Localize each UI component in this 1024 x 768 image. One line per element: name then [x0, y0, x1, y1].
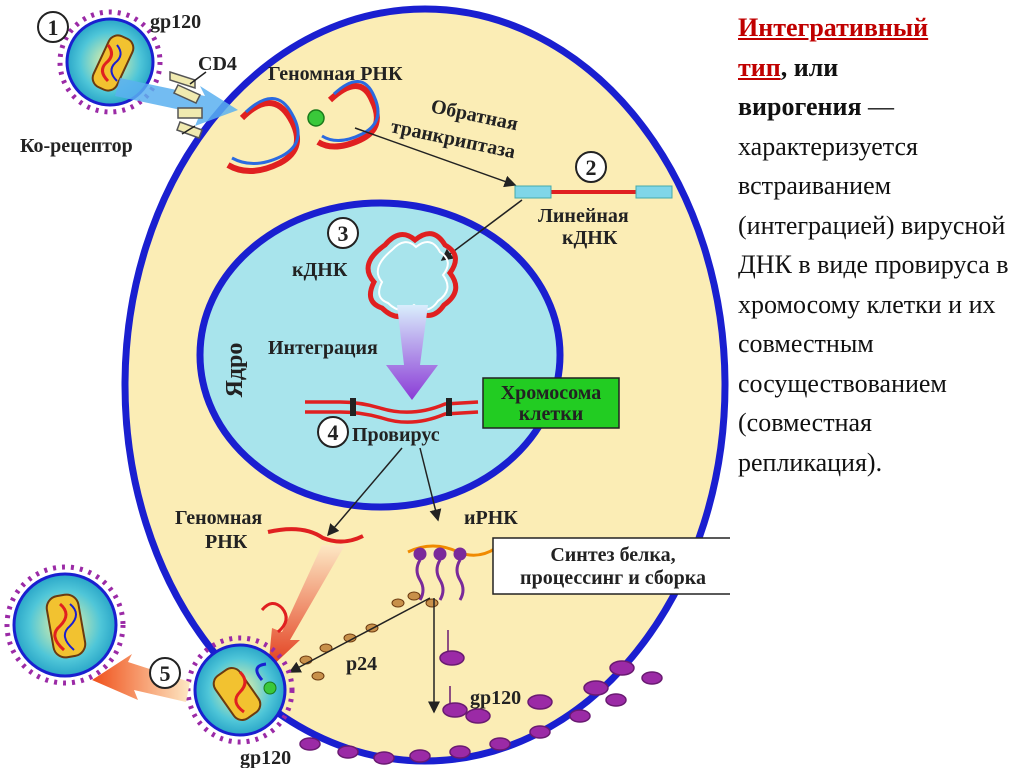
- label-chromosome-line1: Хромосома: [501, 382, 602, 404]
- virion-entering: [57, 9, 163, 115]
- label-synthesis-line2: процессинг и сборка: [520, 567, 706, 589]
- step-2-number: 2: [586, 155, 597, 180]
- label-nucleus: Ядро: [222, 343, 248, 398]
- linear-cdna: [514, 185, 673, 199]
- step-5-number: 5: [160, 661, 171, 686]
- label-genomic-rna-bottom-line2: РНК: [205, 531, 248, 553]
- genomic-rna-bottom-strand: [267, 527, 364, 544]
- exit-arrow: [92, 654, 190, 702]
- label-cdna: кДНК: [292, 259, 348, 281]
- label-gp120-top: gp120: [150, 11, 201, 33]
- reverse-transcriptase-enzyme: [307, 109, 325, 127]
- chromosome-box: [482, 377, 620, 429]
- gp120-glycoproteins: [299, 630, 663, 765]
- rt-arrow: [354, 127, 517, 188]
- virion-released: [4, 564, 126, 686]
- cd4-receptor: [169, 70, 202, 104]
- linear-cdna-arrow: [440, 199, 523, 261]
- description-title-part2: тип: [738, 52, 781, 82]
- nucleus: [196, 199, 564, 511]
- integration-arrow: [386, 305, 438, 400]
- circular-cdna: [365, 231, 459, 319]
- coreceptor-pointer: [181, 125, 196, 135]
- provirus-to-rna-arrow: [327, 447, 403, 537]
- step-4-number: 4: [328, 420, 339, 445]
- label-linear-line1: Линейная: [538, 205, 629, 227]
- label-mrna: иРНК: [464, 507, 518, 529]
- label-cd4: CD4: [198, 53, 237, 75]
- description-body: характеризуется встраиванием (интеграцие…: [738, 131, 1009, 477]
- description-term: вирогения: [738, 92, 862, 121]
- label-coreceptor: Ко-рецептор: [20, 135, 133, 157]
- label-p24: p24: [346, 653, 377, 675]
- description-title-connector: , или: [780, 52, 839, 82]
- description-dash: —: [861, 92, 895, 121]
- mrna-polysome: [407, 544, 497, 601]
- genomic-rna-strands: [226, 80, 380, 174]
- label-gp120-bottom: gp120: [240, 747, 291, 768]
- description-panel: Интегративный тип, или вирогения — харак…: [738, 8, 1020, 482]
- step-markers: [37, 11, 607, 689]
- p24-arrow: [288, 597, 431, 673]
- p24-proteins: [299, 591, 439, 681]
- description-title-part1: Интегративный: [738, 13, 929, 42]
- step-3-number: 3: [338, 221, 349, 246]
- label-gp120-mid: gp120: [470, 687, 521, 709]
- free-rna-strand: [260, 602, 288, 634]
- step-1-number: 1: [48, 15, 59, 40]
- synthesis-box: [492, 537, 730, 595]
- label-genomic-rna-bottom-line1: Геномная: [175, 507, 262, 529]
- entry-arrow: [115, 78, 238, 126]
- label-synthesis-line1: Синтез белка,: [550, 544, 675, 566]
- assembly-arrow: [268, 545, 345, 670]
- label-integration: Интеграция: [268, 337, 378, 359]
- label-genomic-rna-top: Геномная РНК: [268, 63, 403, 85]
- provirus-to-mrna-arrow: [419, 447, 442, 522]
- label-provirus: Провирус: [352, 424, 440, 446]
- cd4-pointer: [189, 71, 207, 85]
- label-chromosome-line2: клетки: [519, 403, 584, 425]
- hiv-replication-diagram: 1 2 3 4 5 gp120 CD4 Геномная РНК Обратна…: [4, 5, 730, 768]
- label-linear-line2: кДНК: [562, 227, 618, 249]
- virion-budding: [185, 635, 295, 745]
- chromosome: [305, 398, 479, 424]
